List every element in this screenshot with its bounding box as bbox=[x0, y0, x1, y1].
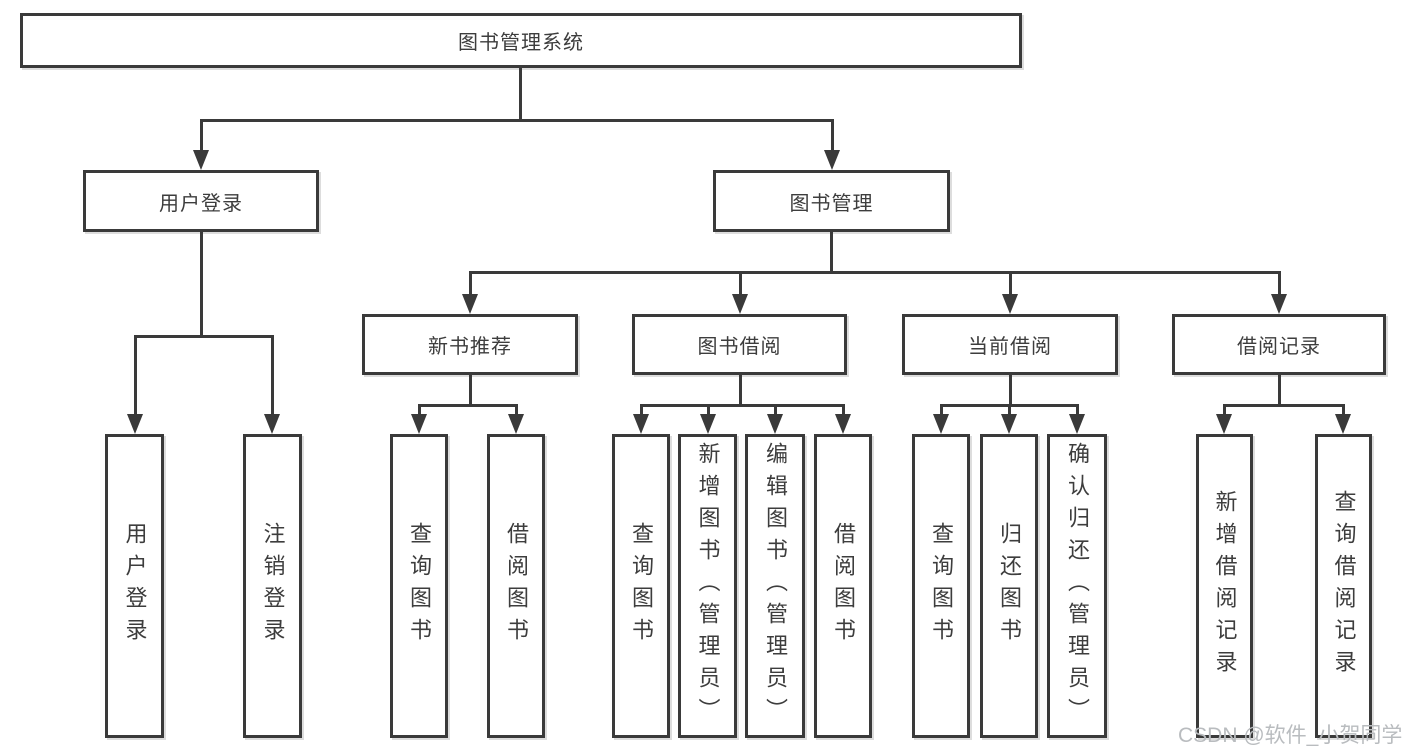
connector-line bbox=[515, 404, 518, 416]
connector-branch bbox=[418, 404, 518, 407]
arrow-down-icon bbox=[1271, 294, 1287, 314]
connector-line bbox=[842, 404, 845, 416]
connector-branch bbox=[1223, 404, 1345, 407]
node-book-management: 图书管理 bbox=[713, 170, 950, 232]
connector-line bbox=[1278, 271, 1281, 295]
node-user-login: 用户登录 bbox=[83, 170, 319, 232]
connector-branch bbox=[469, 271, 1281, 274]
connector-line bbox=[418, 404, 421, 416]
node-borrow-books-recommend: 借阅图书 bbox=[487, 434, 545, 738]
node-query-books-current: 查询图书 bbox=[912, 434, 970, 738]
connector-line bbox=[134, 335, 137, 415]
arrow-down-icon bbox=[193, 150, 209, 170]
arrow-down-icon bbox=[127, 414, 143, 434]
node-return-books: 归还图书 bbox=[980, 434, 1038, 738]
arrow-down-icon bbox=[933, 414, 949, 434]
arrow-down-icon bbox=[633, 414, 649, 434]
arrow-down-icon bbox=[411, 414, 427, 434]
connector-stub bbox=[200, 232, 203, 336]
connector-line bbox=[739, 271, 742, 295]
connector-line bbox=[1342, 404, 1345, 416]
connector-line bbox=[469, 271, 472, 295]
connector-line bbox=[940, 404, 943, 416]
connector-line bbox=[774, 404, 777, 416]
connector-line bbox=[1009, 271, 1012, 295]
arrow-down-icon bbox=[700, 414, 716, 434]
node-user-login-leaf: 用户登录 bbox=[105, 434, 164, 738]
arrow-down-icon bbox=[1001, 414, 1017, 434]
node-edit-books-admin: 编辑图书（管理员） bbox=[745, 434, 805, 738]
connector-line bbox=[707, 404, 710, 416]
connector-line bbox=[1223, 404, 1226, 416]
arrow-down-icon bbox=[767, 414, 783, 434]
connector-branch bbox=[134, 335, 274, 338]
connector-line bbox=[1008, 404, 1011, 416]
arrow-down-icon bbox=[462, 294, 478, 314]
node-add-borrow-record: 新增借阅记录 bbox=[1196, 434, 1253, 738]
connector-stub bbox=[1009, 375, 1012, 405]
node-query-borrow-record: 查询借阅记录 bbox=[1315, 434, 1372, 738]
node-current-borrowing: 当前借阅 bbox=[902, 314, 1118, 375]
connector-stub bbox=[519, 68, 522, 120]
node-library-management-system: 图书管理系统 bbox=[20, 13, 1022, 68]
connector-line bbox=[271, 335, 274, 415]
connector-stub bbox=[1278, 375, 1281, 405]
arrow-down-icon bbox=[824, 150, 840, 170]
arrow-down-icon bbox=[508, 414, 524, 434]
connector-stub bbox=[830, 232, 833, 272]
node-logout-leaf: 注销登录 bbox=[243, 434, 302, 738]
connector-line bbox=[831, 119, 834, 151]
arrow-down-icon bbox=[835, 414, 851, 434]
connector-stub bbox=[739, 375, 742, 405]
connector-stub bbox=[469, 375, 472, 405]
node-new-book-recommendation: 新书推荐 bbox=[362, 314, 578, 375]
arrow-down-icon bbox=[1002, 294, 1018, 314]
arrow-down-icon bbox=[1335, 414, 1351, 434]
connector-line bbox=[1076, 404, 1079, 416]
arrow-down-icon bbox=[1069, 414, 1085, 434]
connector-branch bbox=[640, 404, 845, 407]
arrow-down-icon bbox=[1216, 414, 1232, 434]
node-borrowing-records: 借阅记录 bbox=[1172, 314, 1386, 375]
node-query-books-borrowing: 查询图书 bbox=[612, 434, 670, 738]
connector-line bbox=[200, 119, 203, 151]
node-borrow-books-borrowing: 借阅图书 bbox=[814, 434, 872, 738]
connector-line bbox=[640, 404, 643, 416]
arrow-down-icon bbox=[264, 414, 280, 434]
watermark: CSDN @软件_小贺同学 bbox=[1178, 724, 1403, 747]
arrow-down-icon bbox=[732, 294, 748, 314]
node-query-books-recommend: 查询图书 bbox=[390, 434, 448, 738]
node-confirm-return-admin: 确认归还（管理员） bbox=[1047, 434, 1107, 738]
node-add-books-admin: 新增图书（管理员） bbox=[678, 434, 737, 738]
node-book-borrowing: 图书借阅 bbox=[632, 314, 847, 375]
connector-branch bbox=[200, 119, 834, 122]
